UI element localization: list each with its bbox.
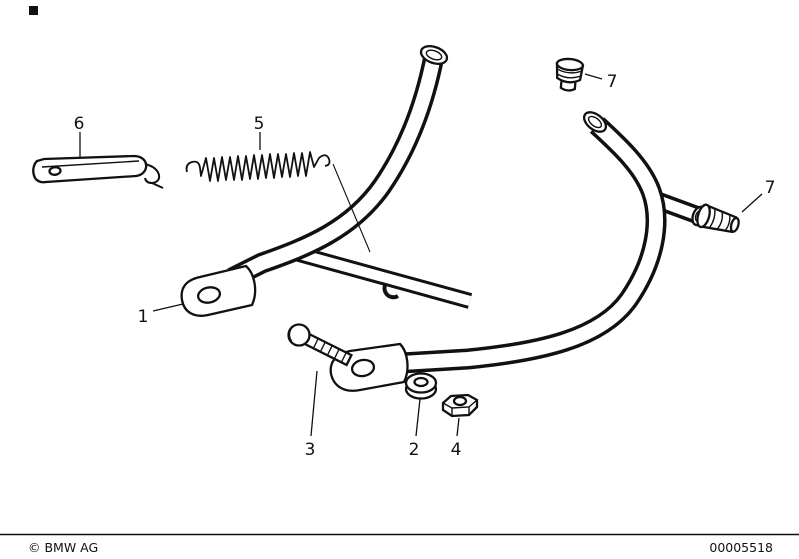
center-stand-right-leg bbox=[401, 111, 707, 374]
leader-line-4 bbox=[456, 417, 460, 437]
lug-left-hole bbox=[196, 286, 222, 304]
bolt-head bbox=[287, 323, 311, 347]
callout-2: 2 bbox=[409, 440, 420, 460]
copyright-text: © BMW AG bbox=[28, 540, 98, 555]
callout-1: 1 bbox=[138, 307, 149, 327]
callout-7-side: 7 bbox=[765, 178, 776, 198]
callout-3: 3 bbox=[305, 440, 316, 460]
lug-right-hole bbox=[350, 358, 376, 378]
washer-hole bbox=[413, 376, 429, 388]
rubber-cap-top bbox=[555, 57, 585, 92]
spring-attachment-line bbox=[332, 163, 371, 253]
mounting-lug-left bbox=[180, 264, 257, 317]
center-stand-left-leg bbox=[227, 45, 449, 288]
clip-hole bbox=[48, 166, 62, 176]
leader-line-3 bbox=[310, 370, 318, 437]
corner-mark bbox=[29, 6, 38, 15]
leader-line-7-top bbox=[584, 73, 603, 80]
callout-5: 5 bbox=[254, 114, 265, 134]
tension-spring bbox=[185, 151, 371, 253]
rubber-cap-side bbox=[696, 203, 740, 234]
callout-4: 4 bbox=[451, 440, 462, 460]
leader-line-2 bbox=[415, 398, 421, 437]
washer-part bbox=[404, 372, 438, 400]
callout-6: 6 bbox=[74, 114, 85, 134]
nut-hole bbox=[452, 395, 468, 407]
hex-nut-part bbox=[441, 393, 479, 418]
clip-hook bbox=[144, 163, 161, 185]
cross-brace-tube bbox=[289, 244, 473, 309]
clip-part bbox=[32, 154, 164, 189]
leader-lines bbox=[79, 73, 763, 437]
callout-7-top: 7 bbox=[607, 72, 618, 92]
leader-line-7-side bbox=[741, 193, 763, 213]
document-number: 00005518 bbox=[709, 540, 773, 555]
leader-line-1 bbox=[152, 303, 184, 312]
bolt-part bbox=[287, 323, 353, 367]
